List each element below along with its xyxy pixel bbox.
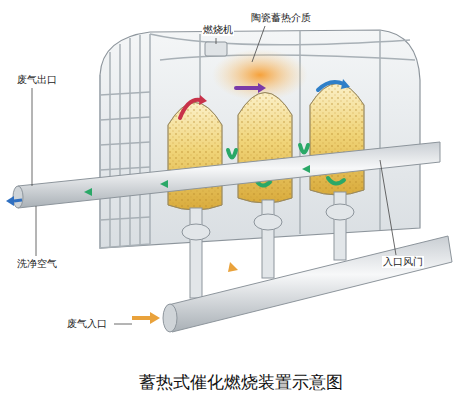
inlet-flow-arrow [228,262,238,272]
inlet-pipe-end [163,304,177,332]
outlet-arrow [14,200,22,201]
callout-label: 废气入口 [66,318,108,330]
burner [205,42,227,56]
ceramic-chambers [168,84,364,211]
callout-label: 燃烧机 [202,24,234,36]
arrow-heads [199,79,350,105]
callout-label: 废气出口 [16,74,58,86]
outlet-pipe [18,142,440,208]
caption: 蓄热式催化燃烧装置示意图 [139,372,343,392]
inlet-pipe [168,236,452,332]
green-arrows [84,165,310,196]
callout-label: 陶瓷蓄热介质 [250,12,312,24]
callout-label: 入口风门 [382,256,424,268]
frame-ribs [100,30,415,248]
housing [100,30,420,248]
callout-label: 洗净空气 [16,258,58,270]
outlet-pipe-end [13,186,23,208]
leader-lines [32,26,396,324]
inlet-arrow [132,316,152,320]
outlet-arrow [6,196,14,206]
